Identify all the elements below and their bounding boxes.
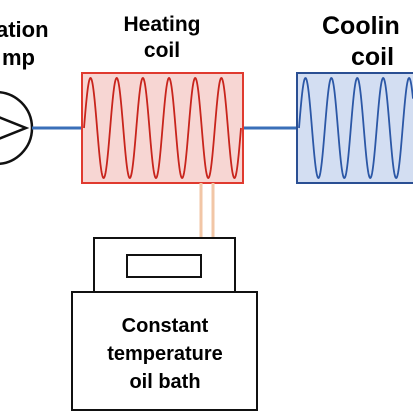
heating-coil: Heating coil (81, 13, 244, 184)
cooling-coil-label-line2: coil (351, 43, 394, 71)
heating-coil-label-line1: Heating (123, 13, 200, 36)
oil-bath-label-line2: temperature (107, 343, 223, 365)
pump-label-line2: mp (2, 45, 35, 70)
oil-bath: Constant temperature oil bath (71, 237, 258, 411)
pump-symbol-icon (0, 90, 34, 166)
cooling-coil: Coolin coil (296, 12, 413, 184)
oil-tubes (199, 183, 215, 238)
oil-bath-label-line3: oil bath (129, 371, 200, 393)
pump-label-line1: ation (0, 17, 49, 42)
bath-display-window-icon (126, 254, 202, 278)
cooling-coil-wave-icon (298, 77, 413, 179)
heating-coil-label-line2: coil (144, 39, 180, 62)
heating-coil-wave-icon (83, 76, 242, 180)
oil-bath-body (71, 291, 258, 411)
oil-bath-label-line1: Constant (122, 315, 209, 337)
cooling-coil-label-line1: Coolin (322, 12, 400, 40)
pump: ation mp (0, 17, 49, 166)
